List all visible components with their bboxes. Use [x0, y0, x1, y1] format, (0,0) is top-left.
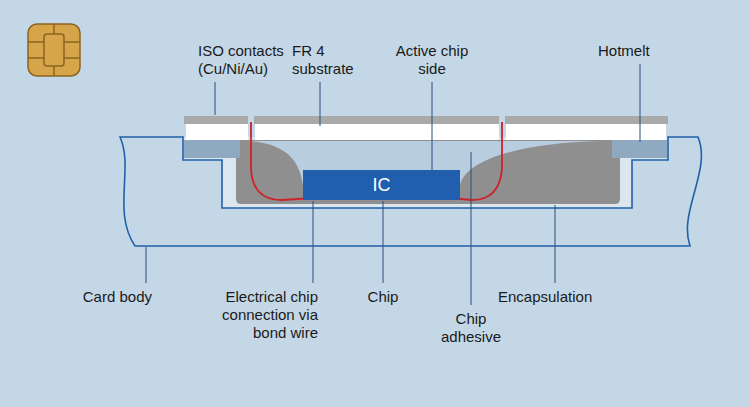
- hotmelt: [184, 140, 240, 158]
- part-label: Chip: [358, 288, 408, 306]
- part-label: ISO contacts (Cu/Ni/Au): [198, 42, 303, 78]
- part-label: Card body: [62, 288, 152, 306]
- part-label: Active chip side: [392, 42, 472, 78]
- encapsulation: [236, 140, 620, 204]
- substrate: [186, 124, 666, 140]
- hotmelt: [612, 140, 667, 158]
- leader-line: [146, 64, 640, 305]
- part-label: Encapsulation: [498, 288, 618, 306]
- chip-icon: [28, 24, 80, 76]
- bond-wire: [251, 122, 502, 200]
- part-label: Chip adhesive: [431, 310, 511, 346]
- card-body: [120, 137, 701, 246]
- part-label: Hotmelt: [598, 42, 678, 60]
- part-label: FR 4 substrate: [292, 42, 367, 78]
- cavity: [183, 137, 668, 208]
- part-label: Electrical chip connection via bond wire: [196, 288, 318, 342]
- iso-contacts: [184, 116, 668, 124]
- chip-die: IC: [303, 170, 460, 200]
- chip-text: IC: [373, 175, 391, 195]
